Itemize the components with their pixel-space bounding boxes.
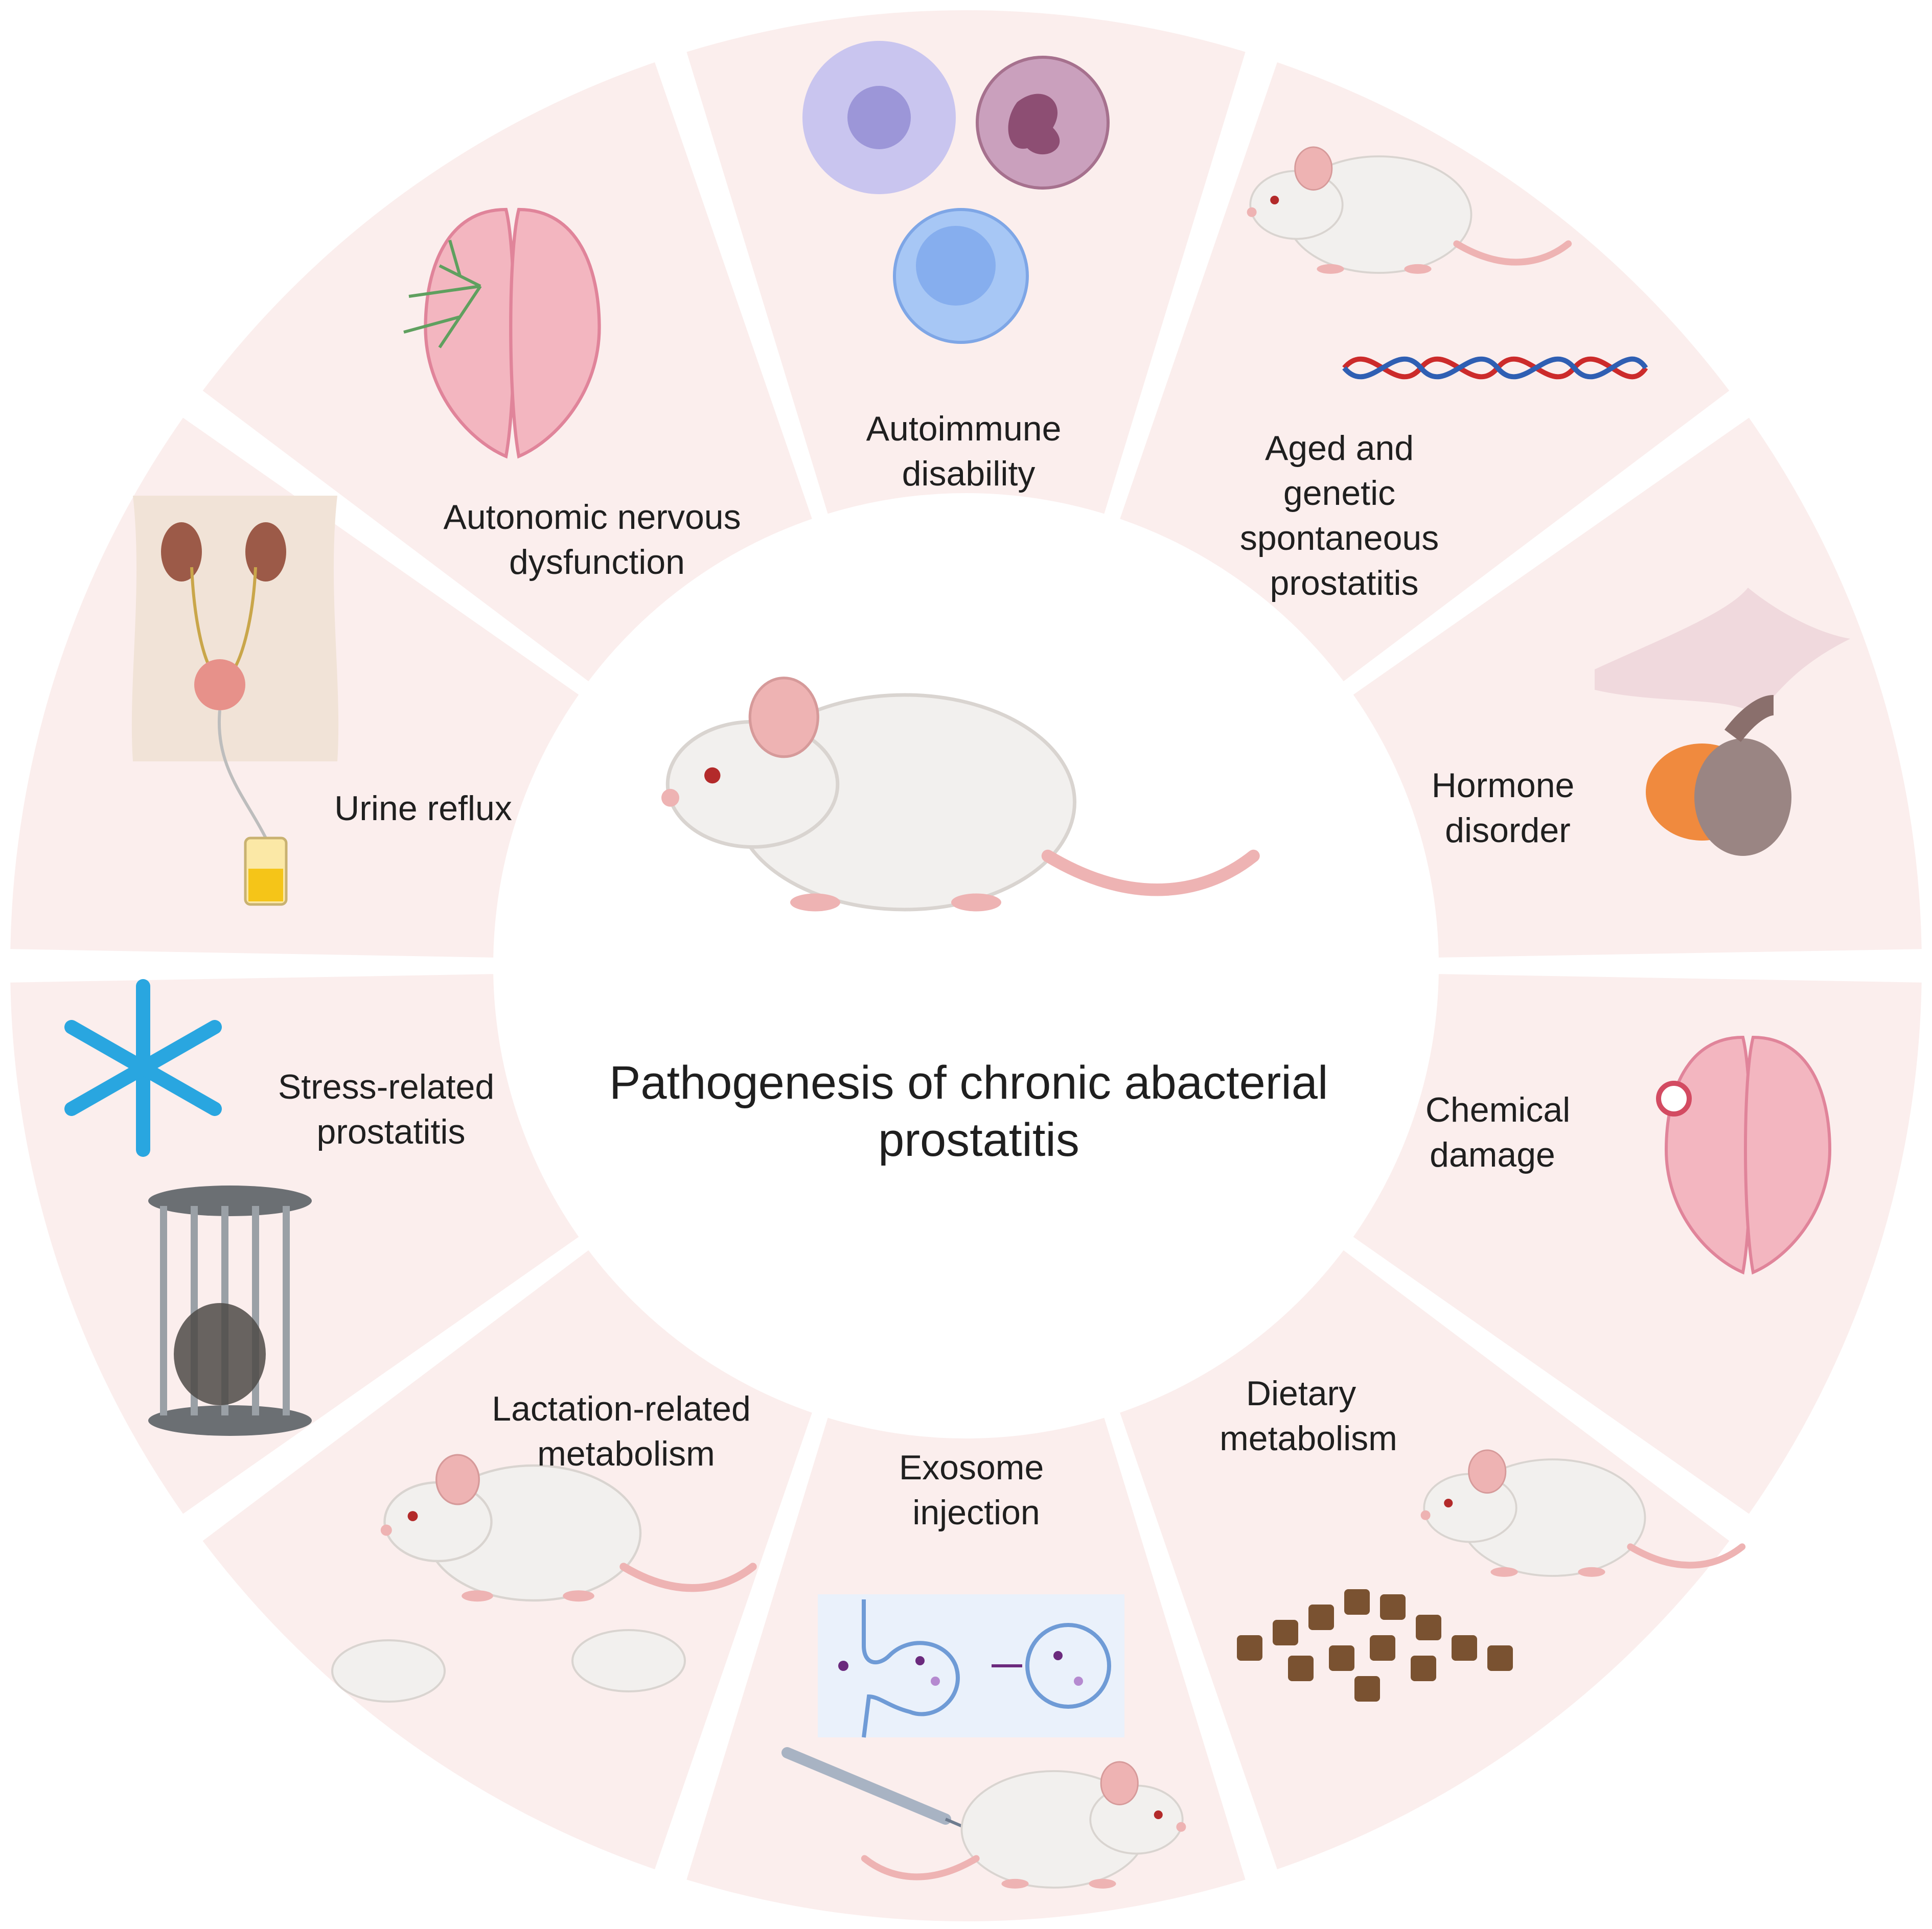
label-lactation: Lactation-related metabolism: [492, 1389, 760, 1473]
snowflake-icon: [64, 979, 222, 1157]
immune-cells-icon: [802, 41, 1110, 344]
prostate-lesion-icon: [1656, 1037, 1830, 1272]
prostate-nerve-icon: [403, 210, 600, 456]
label-urine-reflux: Urine reflux: [334, 789, 512, 828]
label-hormone: Hormone disorder: [1432, 766, 1584, 850]
label-stress: Stress-related prostatitis: [278, 1067, 504, 1151]
label-dietary: Dietary metabolism: [1220, 1374, 1397, 1458]
center-title: Pathogenesis of chronic abacterial prost…: [609, 1057, 1341, 1166]
segment-dietary: [1120, 1250, 1730, 1870]
label-chemical: Chemical damage: [1425, 1090, 1580, 1174]
hormone-gland-icon: [1595, 588, 1850, 856]
label-autoimmune: Autoimmune disability: [866, 409, 1071, 493]
urinary-system-icon: [131, 496, 339, 906]
label-autonomic: Autonomic nervous dysfunction: [444, 498, 751, 582]
mouse-pups-icon: [331, 1629, 686, 1703]
dna-icon: [1342, 356, 1648, 380]
segment-labels: Autoimmune disability Aged and genetic s…: [278, 409, 1584, 1532]
center-disc: [496, 496, 1436, 1436]
exosome-panel-icon: [818, 1594, 1124, 1738]
segment-stress: [10, 974, 579, 1514]
cage-icon: [148, 1186, 312, 1436]
label-exosome: Exosome injection: [899, 1448, 1053, 1532]
label-aged-genetic: Aged and genetic spontaneous prostatitis: [1240, 429, 1448, 602]
food-pellets-icon: [1237, 1589, 1513, 1702]
